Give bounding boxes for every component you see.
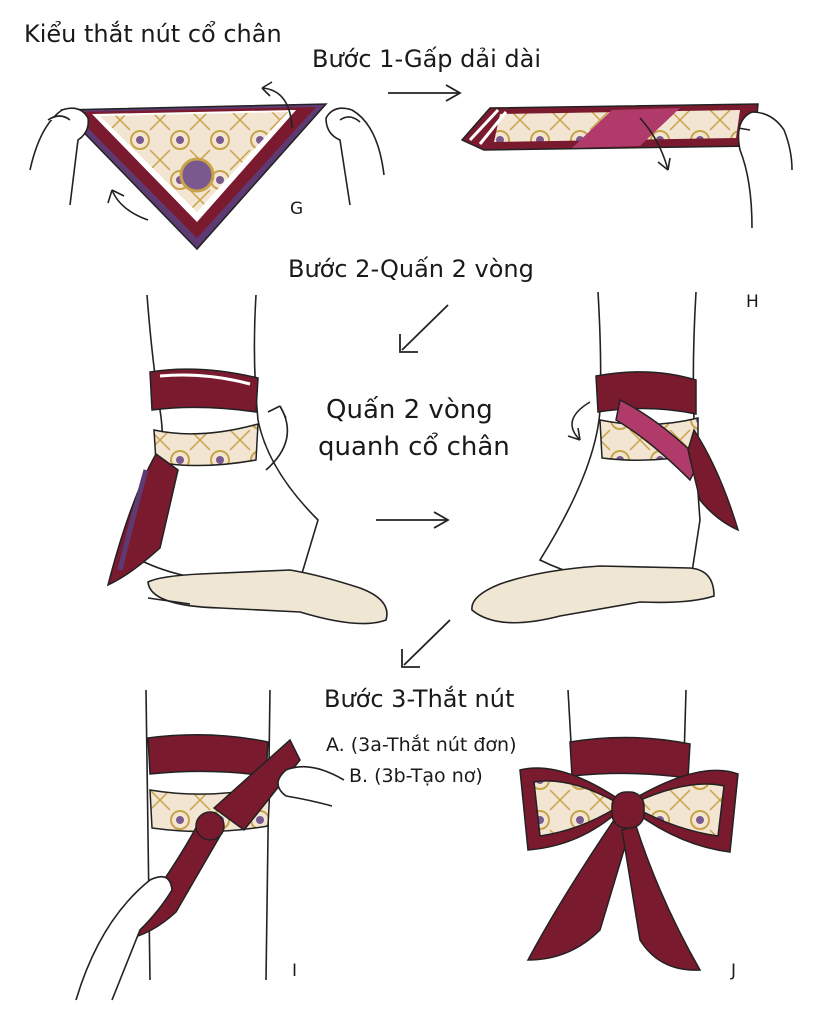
hand-tie-right: [277, 765, 345, 807]
right-hand-strip: [737, 111, 793, 229]
option-b-label: B. (3b-Tạo nơ): [349, 765, 483, 787]
wrap-arrow-icon: [265, 405, 289, 471]
step-2-label: Bước 2-Quấn 2 vòng: [288, 255, 534, 283]
figure-label-j: J: [731, 961, 737, 981]
option-a-label: A. (3a-Thắt nút đơn): [326, 734, 517, 756]
step-3-label: Bước 3-Thắt nút: [324, 685, 515, 713]
step-1-label: Bước 1-Gấp dải dài: [312, 45, 542, 73]
page-title: Kiểu thắt nút cổ chân: [24, 20, 282, 48]
hand-tie-left: [75, 875, 173, 1001]
shoe-left: [147, 569, 388, 625]
left-hand-g: [29, 107, 90, 206]
next-arrow-icon: [376, 511, 450, 529]
figure-label-h: H: [746, 292, 759, 312]
fold-arrow-icon: [107, 81, 293, 221]
scarf-bow-right: [519, 736, 739, 971]
wrap-arrow-icon: [567, 401, 591, 441]
scarf-wrap-right: [595, 371, 740, 532]
figure-label-i: I: [292, 961, 298, 981]
scarf-wrap-left: [106, 368, 259, 587]
figure-label-g: G: [290, 199, 304, 219]
shoe-right: [471, 565, 715, 624]
down-arrow-icon: [401, 619, 451, 668]
next-arrow-icon: [388, 84, 462, 102]
down-arrow-icon: [399, 304, 449, 353]
scarf-strip: [460, 103, 759, 171]
wrap-instruction-line2: quanh cổ chân: [318, 432, 510, 462]
right-hand-g: [325, 107, 385, 206]
wrap-instruction-line1: Quấn 2 vòng: [326, 395, 493, 425]
scarf-triangle-g: [60, 103, 328, 251]
scarf-knot-left: [120, 734, 301, 941]
